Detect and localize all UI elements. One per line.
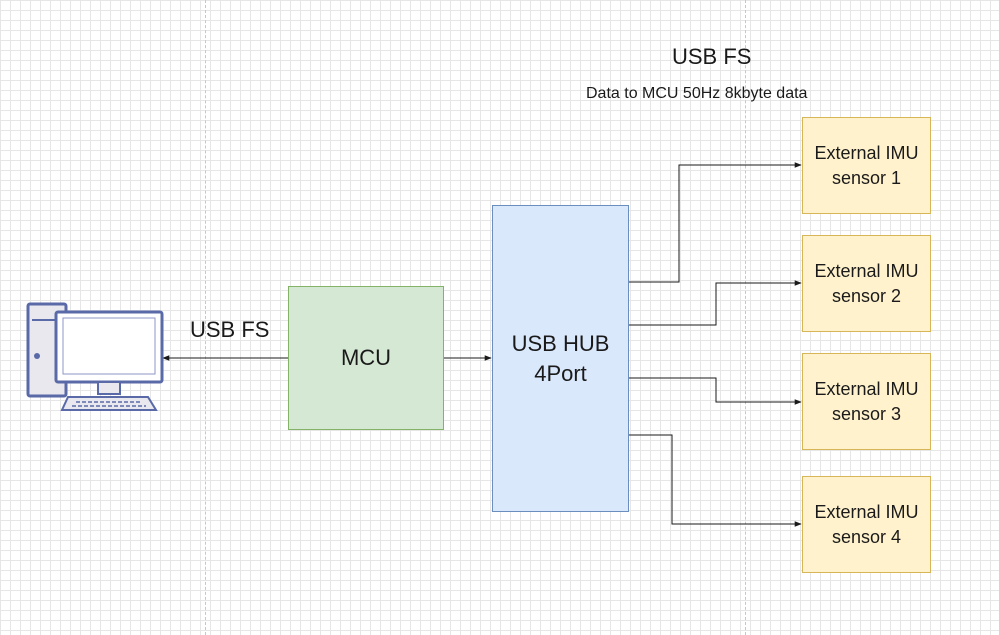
sensor-label-line2: sensor 2	[831, 285, 902, 306]
mcu-block[interactable]: MCU	[288, 286, 444, 430]
imu-sensor-1-block[interactable]: External IMU sensor 1	[802, 117, 931, 214]
sensor-label-line1: External IMU	[814, 501, 919, 522]
sensor-label-line2: sensor 3	[831, 403, 902, 424]
imu-sensor-2-block[interactable]: External IMU sensor 2	[802, 235, 931, 332]
usb-fs-title: USB FS	[672, 44, 752, 69]
page-break-guide	[205, 0, 206, 635]
sensor-label-line1: External IMU	[814, 142, 919, 163]
page-break-guide	[745, 0, 746, 635]
imu-sensor-4-block[interactable]: External IMU sensor 4	[802, 476, 931, 573]
usb-hub-label-line2: 4Port	[534, 360, 587, 386]
mcu-label: MCU	[340, 345, 392, 370]
connector-hub-to-sensor-3	[629, 377, 802, 405]
imu-sensor-3-block[interactable]: External IMU sensor 3	[802, 353, 931, 450]
usb-fs-link-label: USB FS	[190, 317, 270, 342]
desktop-computer-icon	[26, 302, 164, 411]
usb-hub-block[interactable]: USB HUB 4Port	[492, 205, 629, 512]
sensor-label-line2: sensor 1	[831, 167, 902, 188]
sensor-label-line1: External IMU	[814, 260, 919, 281]
connector-hub-to-sensor-2	[629, 280, 802, 326]
connector-hub-to-sensor-1	[629, 162, 802, 283]
usb-hub-label-line1: USB HUB	[511, 330, 610, 356]
connector-hub-to-sensor-4	[629, 434, 802, 527]
sensor-label-line1: External IMU	[814, 378, 919, 399]
sensor-label-line2: sensor 4	[831, 526, 902, 547]
data-rate-note: Data to MCU 50Hz 8kbyte data	[586, 85, 808, 102]
